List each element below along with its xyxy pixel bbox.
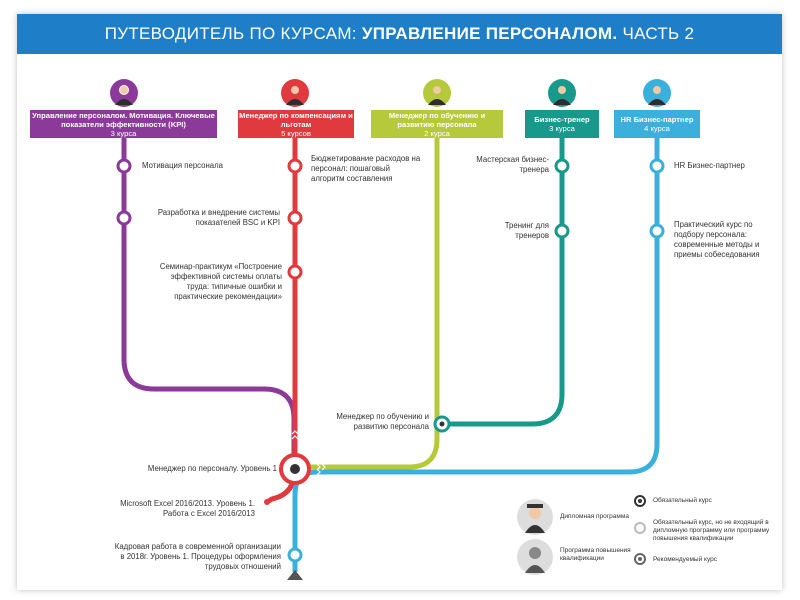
course-guide-card: ПУТЕВОДИТЕЛЬ ПО КУРСАМ: УПРАВЛЕНИЕ ПЕРСО…: [17, 14, 782, 590]
legend-qualification: Программа повышения квалификации: [560, 547, 631, 562]
person-avatar-lime: [423, 79, 451, 107]
person-avatar-sky: [643, 79, 671, 107]
title-prefix: ПУТЕВОДИТЕЛЬ ПО КУРСАМ:: [104, 24, 357, 43]
track-title: Бизнес-тренер: [534, 115, 590, 124]
person-avatar-purple: [110, 79, 138, 107]
track-count: 2 курса: [424, 128, 450, 138]
track-count: 3 курса: [549, 124, 575, 133]
red-stations: [287, 158, 303, 280]
track-label-red: Менеджер по компенсациям и льготам 5 кур…: [238, 110, 354, 138]
course-teal-2: Тренинг для тренеров: [504, 221, 549, 240]
course-purple-1: Мотивация персонала: [142, 161, 224, 170]
legend-markers: [634, 495, 646, 565]
track-count: 4 курса: [644, 124, 670, 133]
legend-recommended: Рекомендуемый курс: [653, 556, 717, 563]
course-hub: Менеджер по персоналу. Уровень 1: [147, 464, 277, 473]
lime-arrow-icon: [316, 463, 326, 471]
track-count: 3 курса: [110, 128, 137, 138]
purple-arrow-icon: [291, 430, 299, 440]
end-triangle-icon: [287, 570, 303, 580]
sky-stations: [287, 158, 665, 563]
track-label-teal: Бизнес-тренер 3 курса: [525, 110, 599, 138]
course-sky-2: Практический курс по подбору персонала: …: [674, 220, 760, 259]
course-sky-1: HR Бизнес-партнер: [674, 161, 745, 170]
legend-diploma: Дипломная программа: [560, 513, 629, 520]
person-avatar-teal: [548, 79, 576, 107]
diploma-avatar-icon: [517, 499, 553, 535]
title-bold: УПРАВЛЕНИЕ ПЕРСОНАЛОМ.: [361, 24, 618, 43]
course-purple-3: Семинар-практикум «Построение эффективно…: [159, 262, 282, 301]
course-purple-2: Разработка и внедрение системы показател…: [157, 208, 280, 227]
hub-station: [279, 453, 311, 485]
red-line: [265, 134, 298, 505]
track-title: Менеджер по компенсациям и льготам: [239, 110, 353, 129]
teal-stations: [554, 158, 570, 239]
excel-end: [264, 499, 270, 505]
track-label-sky: HR Бизнес-партнер 4 курса: [614, 110, 700, 138]
qualification-avatar-icon: [517, 539, 553, 575]
track-label-purple: Управление персоналом. Мотивация. Ключев…: [30, 110, 217, 138]
metro-lines: [116, 134, 665, 580]
purple-line: [121, 134, 297, 469]
track-label-lime: Менеджер по обучению и развитию персонал…: [371, 110, 503, 138]
course-excel: Microsoft Excel 2016/2013. Уровень 1. Ра…: [120, 499, 255, 518]
sky-arrow-icon: [316, 468, 321, 476]
track-title: Управление персоналом. Мотивация. Ключев…: [32, 110, 215, 129]
person-avatar-red: [281, 79, 309, 107]
title-suffix: ЧАСТЬ 2: [622, 24, 695, 43]
lime-line: [307, 134, 440, 470]
legend-optional: Обязательный курс, но не входящий в дипл…: [653, 519, 770, 542]
sky-line: [292, 134, 660, 572]
legend-mandatory: Обязательный курс: [653, 497, 712, 504]
course-teal-1: Мастерская бизнес-тренера: [476, 155, 549, 174]
page-title: ПУТЕВОДИТЕЛЬ ПО КУРСАМ: УПРАВЛЕНИЕ ПЕРСО…: [17, 14, 782, 54]
course-hr-docs: Кадровая работа в современной организаци…: [114, 542, 281, 571]
course-lime-1: Менеджер по обучению и развитию персонал…: [336, 412, 429, 431]
track-title: HR Бизнес-партнер: [620, 115, 694, 124]
track-count: 5 курсов: [281, 128, 311, 138]
purple-stations: [116, 158, 132, 226]
track-title: Менеджер по обучению и развитию персонал…: [388, 110, 486, 129]
course-red-1: Бюджетирование расходов на персонал: пош…: [311, 154, 421, 183]
teal-line: [442, 134, 565, 427]
